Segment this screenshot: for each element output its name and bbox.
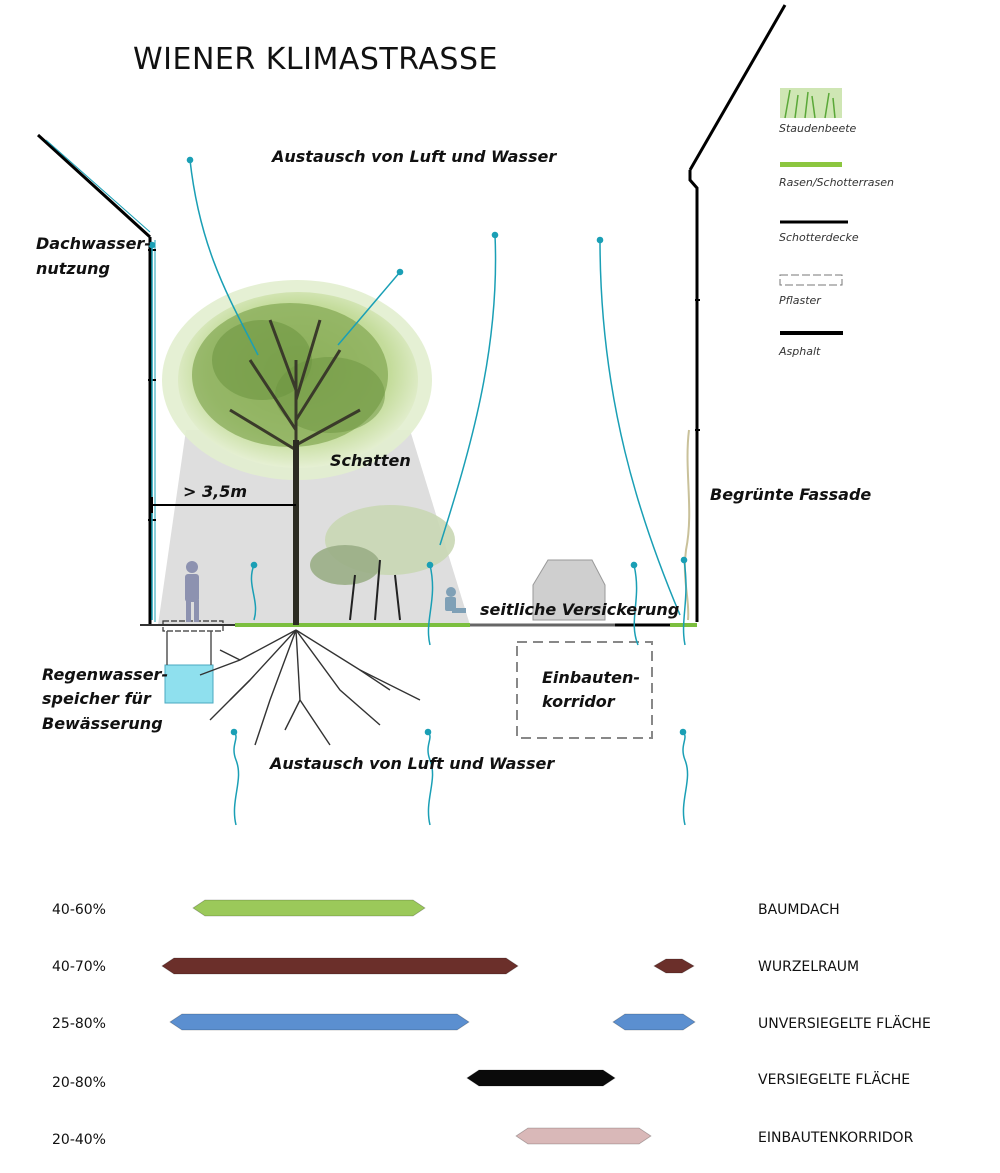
- bar-unversiegelte-fläche-segment-1: [169, 1013, 470, 1031]
- shade-cone: [158, 430, 470, 625]
- page-title: WIENER KLIMASTRASSE: [133, 42, 498, 77]
- distance-indicator: [151, 497, 296, 513]
- bar-percent-baumdach: 40-60%: [52, 902, 106, 918]
- label-exchange-top: Austausch von Luft und Wasser: [272, 147, 557, 166]
- pedestrian: [185, 561, 199, 622]
- legend-label-schotterdecke: Schotterdecke: [779, 231, 859, 244]
- utility-corridor-box: [516, 641, 653, 739]
- car: [532, 559, 606, 621]
- legend-label-pflaster: Pflaster: [779, 294, 821, 307]
- facade-greening: [683, 429, 691, 621]
- bar-baumdach-segment-1: [192, 899, 426, 917]
- tree: [162, 280, 432, 625]
- water-arrows: [148, 156, 689, 826]
- label-exchange-bottom: Austausch von Luft und Wasser: [270, 754, 555, 773]
- bar-category-baumdach: BAUMDACH: [758, 902, 840, 918]
- bar-versiegelte-fläche-segment-1: [466, 1069, 616, 1087]
- label-green-facade: Begrünte Fassade: [710, 485, 872, 504]
- rainwater-tank: [164, 631, 214, 704]
- bar-percent-einbauten: 20-40%: [52, 1132, 106, 1148]
- bar-wurzelraum-segment-2: [653, 958, 695, 974]
- label-lateral-infiltration: seitliche Versickerung: [480, 600, 680, 619]
- left-building: [36, 133, 156, 625]
- bar-unversiegelte-fläche-segment-2: [612, 1013, 696, 1031]
- bar-category-einbauten: EINBAUTENKORRIDOR: [758, 1130, 914, 1146]
- bar-percent-wurzelraum: 40-70%: [52, 959, 106, 975]
- bar-percent-unversiegelt: 25-80%: [52, 1016, 106, 1032]
- label-rain-storage-1: Regenwasser-: [42, 665, 169, 684]
- bar-category-unversiegelt: UNVERSIEGELTE FLÄCHE: [758, 1016, 931, 1032]
- bar-category-versiegelt: VERSIEGELTE FLÄCHE: [758, 1072, 911, 1088]
- label-roof-water-1: Dachwasser-: [36, 234, 151, 253]
- tree-roots: [199, 629, 421, 746]
- legend-swatches: [779, 88, 848, 335]
- label-rain-storage-2: speicher für: [42, 689, 151, 708]
- label-distance: > 3,5m: [183, 482, 247, 501]
- bar-wurzelraum-segment-1: [161, 957, 519, 975]
- bar-category-wurzelraum: WURZELRAUM: [758, 959, 860, 975]
- right-building: [688, 4, 787, 622]
- legend-label-rasen: Rasen/Schotterrasen: [779, 176, 894, 189]
- label-shade: Schatten: [330, 451, 411, 470]
- bar-percent-versiegelt: 20-80%: [52, 1075, 106, 1091]
- bar-einbautenkorridor-segment-1: [515, 1127, 652, 1145]
- label-utility-corridor-1: Einbauten-: [542, 668, 640, 687]
- sitting-person: [445, 587, 466, 613]
- label-roof-water-2: nutzung: [36, 259, 110, 278]
- share-bars: [161, 899, 696, 1145]
- legend-label-asphalt: Asphalt: [779, 345, 821, 358]
- label-utility-corridor-2: korridor: [542, 692, 615, 711]
- shrubs: [310, 505, 455, 621]
- label-rain-storage-3: Bewässerung: [42, 714, 163, 733]
- legend-label-staudenbeete: Staudenbeete: [779, 122, 857, 135]
